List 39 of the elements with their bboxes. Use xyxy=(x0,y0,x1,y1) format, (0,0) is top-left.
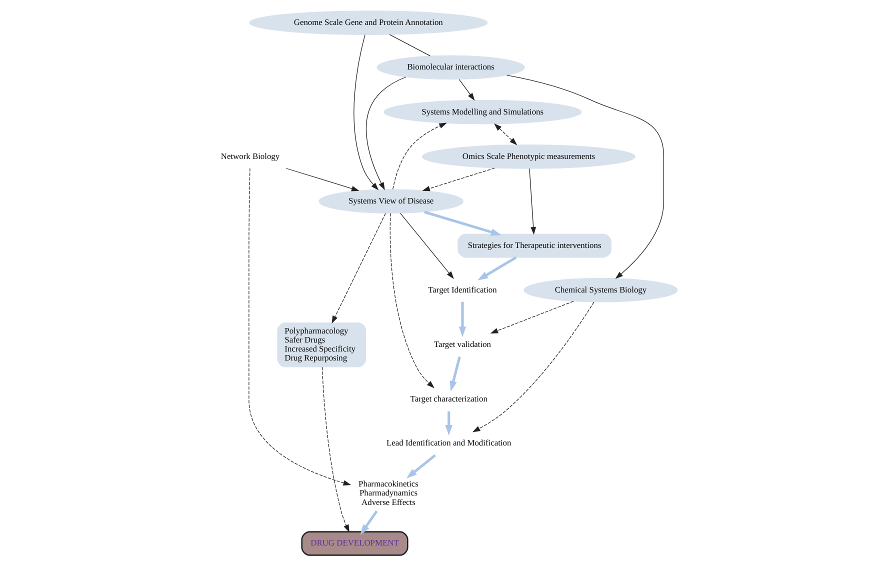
arrow xyxy=(360,510,378,535)
arrow xyxy=(506,74,664,279)
arrow xyxy=(365,76,406,190)
node-ellipse: Systems Modelling and Simulations xyxy=(383,100,582,124)
arrow xyxy=(528,168,536,235)
arrow xyxy=(399,212,454,279)
arrow xyxy=(449,356,460,392)
arrow xyxy=(389,213,434,388)
node-text: Pharmacokinetics Pharmadynamics Adverse Effects xyxy=(358,478,418,507)
node-text: Network Biology xyxy=(220,150,280,161)
arrow xyxy=(444,411,452,436)
arrow xyxy=(353,34,378,190)
arrow xyxy=(490,300,574,334)
node-box: Polypharmacology Safer Drugs Increased Specificity Drug Repurposing xyxy=(276,322,366,368)
arrow xyxy=(458,79,474,101)
node-ellipse: Systems View of Disease xyxy=(318,189,463,214)
arrow xyxy=(422,168,495,192)
node-ellipse: Chemical Systems Biology xyxy=(523,278,678,302)
node-box: DRUG DEVELOPMENT xyxy=(300,531,408,556)
node-ellipse: Biomolecular interactions xyxy=(376,55,524,80)
arrow xyxy=(321,366,349,533)
node-ellipse: Genome Scale Gene and Protein Annotation xyxy=(248,10,488,35)
node-ellipse: Omics Scale Phenotypic measurements xyxy=(421,144,636,169)
arrow xyxy=(477,256,516,280)
arrow xyxy=(458,302,466,338)
arrow xyxy=(392,122,446,190)
node-box: Strategies for Therapeutic interventions xyxy=(457,234,611,258)
node-text: Lead Identification and Modification xyxy=(386,438,511,448)
node-text: Target validation xyxy=(433,339,491,350)
arrow xyxy=(472,302,594,432)
arrow xyxy=(285,168,359,192)
arrow xyxy=(494,123,517,146)
node-text: Target Identification xyxy=(428,284,496,294)
arrow xyxy=(406,454,436,478)
arrow xyxy=(331,213,386,324)
node-text: Target characterization xyxy=(410,394,487,404)
connector xyxy=(388,34,430,56)
arrow xyxy=(248,168,351,486)
arrow xyxy=(424,210,501,236)
